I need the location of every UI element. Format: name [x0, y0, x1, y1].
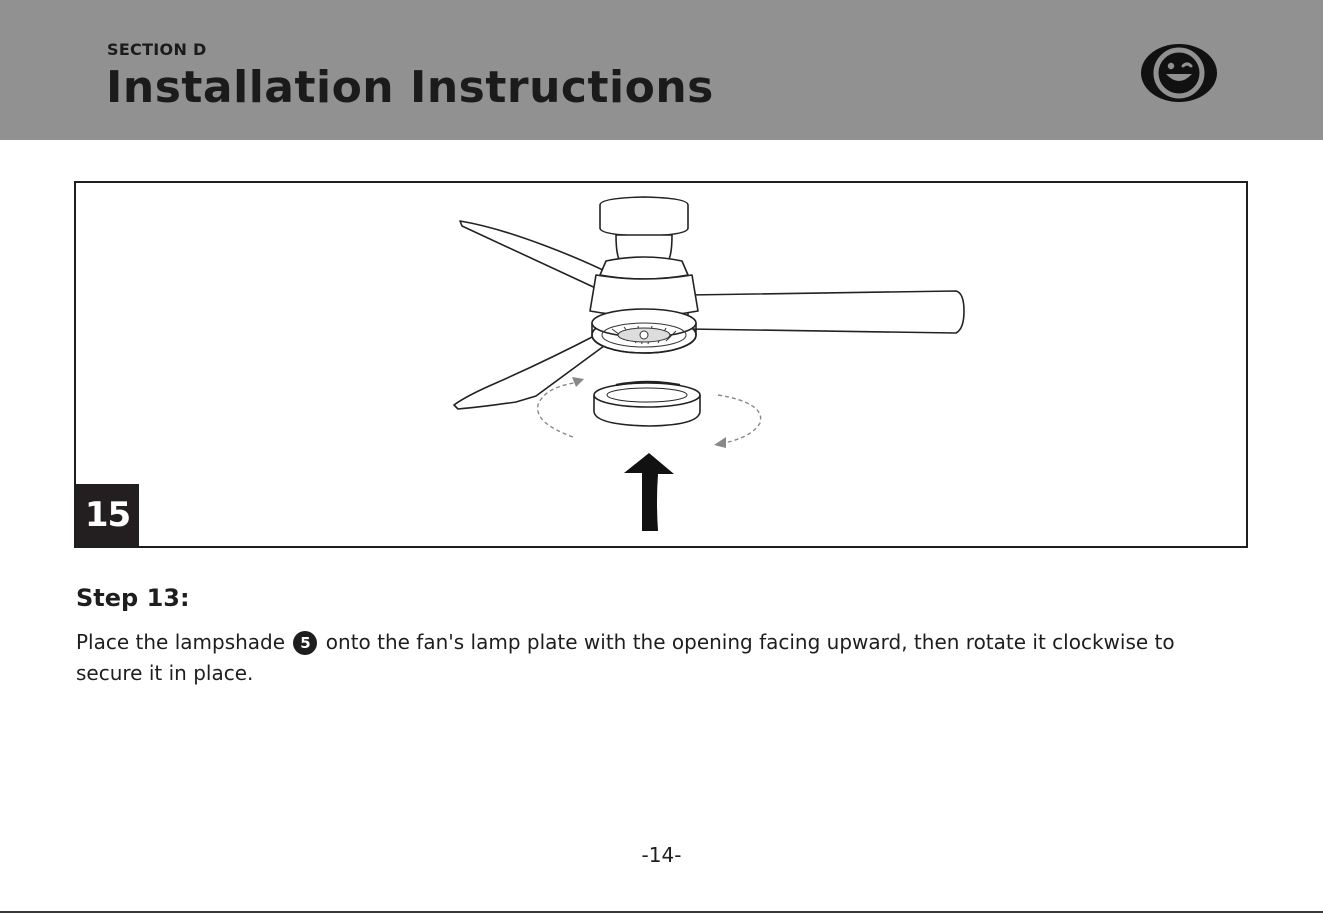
figure-frame: 15 [74, 181, 1248, 548]
step-title: Step 13: [76, 584, 190, 612]
fan-blade-right [688, 291, 964, 333]
winking-smiley-icon [1140, 43, 1218, 103]
bottom-divider [0, 911, 1323, 913]
section-label: SECTION D [107, 40, 207, 59]
ceiling-fan-illustration [76, 183, 1246, 546]
part-number-badge: 5 [293, 631, 317, 655]
page-number: -14- [0, 843, 1323, 867]
up-arrow-icon [624, 453, 674, 531]
fan-canopy [600, 197, 688, 236]
lampshade-illustration [594, 382, 700, 426]
fan-blade-lower-left [454, 333, 608, 409]
section-header: SECTION D Installation Instructions [0, 0, 1323, 140]
figure-number-badge: 15 [76, 484, 139, 546]
page-title: Installation Instructions [106, 62, 714, 113]
step-text-before: Place the lampshade [76, 630, 285, 654]
step-instructions: Place the lampshade 5 onto the fan's lam… [76, 627, 1246, 689]
